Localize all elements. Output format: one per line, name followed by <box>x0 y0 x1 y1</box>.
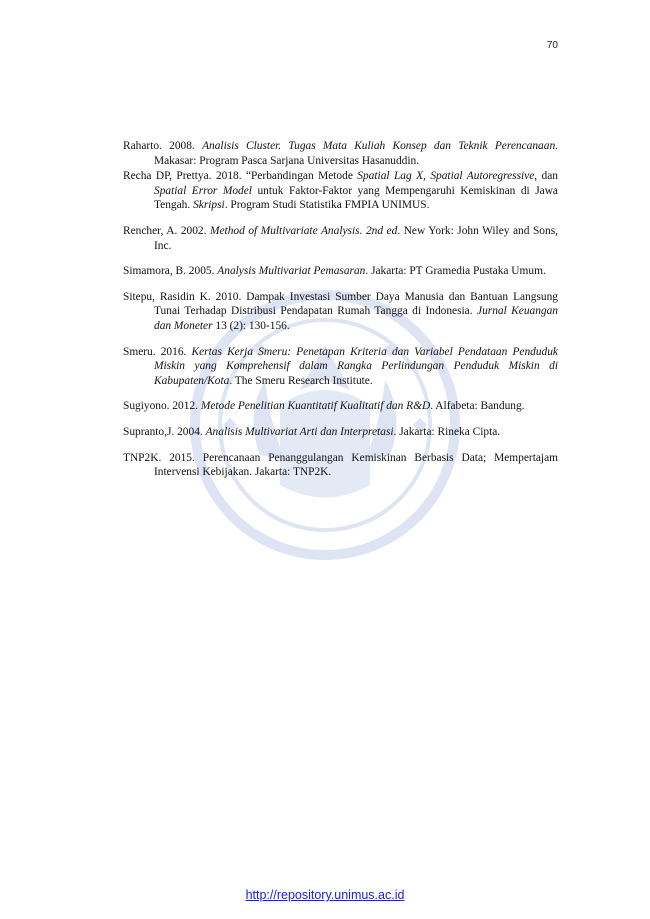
reference-entry: Rencher, A. 2002. Method of Multivariate… <box>123 224 558 253</box>
reference-text: Simamora, B. 2005. <box>123 265 218 278</box>
reference-text: . Jakarta: Rineka Cipta. <box>393 425 501 438</box>
reference-text: . The Smeru Research Institute. <box>229 374 373 387</box>
reference-entry: TNP2K. 2015. Perencanaan Penanggulangan … <box>123 451 558 480</box>
reference-text: Sugiyono. 2012. <box>123 400 201 413</box>
reference-entry: Sitepu, Rasidin K. 2010. Dampak Investas… <box>123 290 558 334</box>
reference-text: . New York: John Wiley and Sons, Inc. <box>154 224 558 252</box>
page-number: 70 <box>546 40 558 51</box>
reference-title: Skripsi <box>193 199 225 212</box>
footer: http://repository.unimus.ac.id <box>0 888 650 902</box>
reference-entry: Supranto,J. 2004. Analisis Multivariat A… <box>123 425 558 440</box>
reference-entry: Simamora, B. 2005. Analysis Multivariat … <box>123 264 558 279</box>
repository-link[interactable]: http://repository.unimus.ac.id <box>245 888 405 902</box>
reference-title: Analisis Cluster. Tugas Mata Kuliah Kons… <box>202 140 556 152</box>
reference-text: TNP2K. 2015. Perencanaan Penanggulangan … <box>123 451 558 479</box>
reference-text: Sitepu, Rasidin K. 2010. Dampak Investas… <box>123 290 558 318</box>
reference-list: Raharto. 2008. Analisis Cluster. Tugas M… <box>123 139 558 491</box>
reference-text: untuk Faktor-Faktor yang Mempengaruhi Ke… <box>154 184 558 212</box>
reference-text: Rencher, A. 2002. <box>123 224 210 237</box>
reference-text: Supranto,J. 2004. <box>123 425 206 438</box>
reference-text: Raharto. 2008. <box>123 140 203 152</box>
reference-title: Jurnal Keuangan dan Moneter <box>154 305 558 332</box>
reference-title: Spatial Error Model <box>154 184 252 197</box>
reference-title: Spatial Lag X, Spatial Autoregressive <box>357 170 535 183</box>
reference-title: Method of Multivariate Analysis. 2nd ed <box>210 224 398 237</box>
reference-title: Analysis Multivariat Pemasaran <box>217 265 366 278</box>
reference-text: , dan <box>534 170 558 183</box>
reference-entry: Recha DP, Prettya. 2018. “Perbandingan M… <box>123 169 558 213</box>
university-seal-icon <box>190 290 460 560</box>
reference-entry: Smeru. 2016. Kertas Kerja Smeru: Penetap… <box>123 345 558 389</box>
reference-title: Metode Penelitian Kuantitatif Kualitatif… <box>200 400 431 413</box>
reference-text: . Jakarta: PT Gramedia Pustaka Umum. <box>365 265 546 278</box>
reference-text: . Program Studi Statistika FMPIA UNIMUS. <box>224 199 430 212</box>
reference-text: 13 (2): 130-156. <box>212 319 290 332</box>
reference-title: Analisis Multivariat Arti dan Interpreta… <box>205 425 394 438</box>
reference-text: . Alfabeta: Bandung. <box>430 400 525 413</box>
reference-text: Smeru. 2016. <box>123 345 192 358</box>
reference-title: Kertas Kerja Smeru: Penetapan Kriteria d… <box>154 345 558 387</box>
reference-entry: Sugiyono. 2012. Metode Penelitian Kuanti… <box>123 399 558 414</box>
reference-text: . Makasar: Program Pasca Sarjana Univers… <box>154 140 558 167</box>
reference-entry: Raharto. 2008. Analisis Cluster. Tugas M… <box>123 139 558 168</box>
reference-text: Recha DP, Prettya. 2018. “Perbandingan M… <box>123 170 358 183</box>
